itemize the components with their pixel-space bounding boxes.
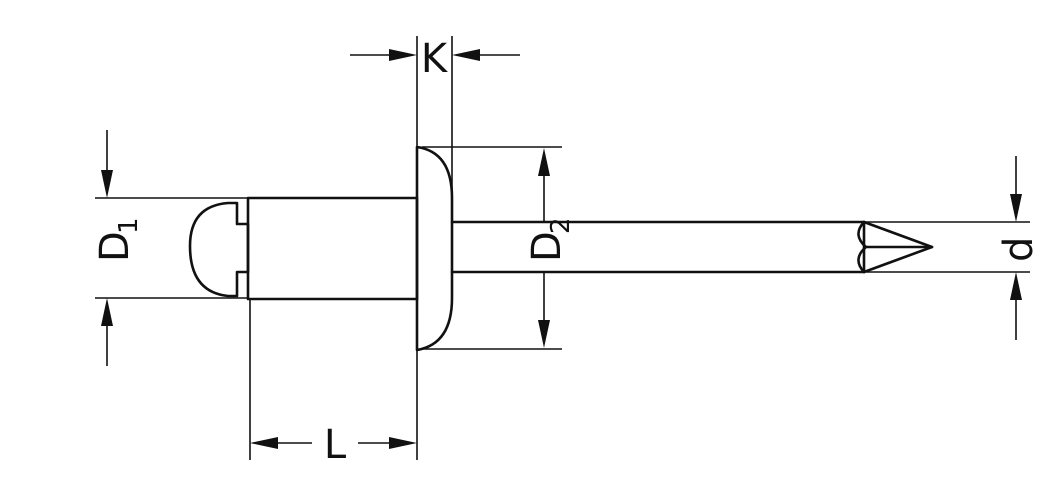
label-k: K: [421, 36, 449, 82]
d2-arrow-bottom: [538, 320, 550, 348]
d1-arrow-top: [101, 170, 113, 198]
dimension-labels: K D 1 D 2 d L: [92, 36, 1042, 468]
d1-arrow-bottom: [101, 298, 113, 326]
rivet-body: [246, 196, 419, 301]
mandrel-head: [188, 201, 250, 298]
k-arrow-right: [452, 49, 480, 61]
label-d1-sub: 1: [114, 217, 144, 234]
mandrel-shank: [450, 220, 866, 274]
label-d2-sub: 2: [546, 217, 576, 234]
k-arrow-left: [389, 49, 417, 61]
label-d1: D 1: [92, 217, 144, 262]
label-d2-main: D: [524, 231, 570, 262]
rivet-outline: [188, 145, 934, 352]
d-arrow-top: [1010, 194, 1022, 222]
d-arrow-bottom: [1010, 272, 1022, 300]
label-d1-main: D: [92, 231, 138, 262]
label-d-text: d: [996, 237, 1042, 262]
rivet-flange: [415, 145, 454, 352]
mandrel-tip-break: [857, 220, 934, 274]
label-d2: D 2: [524, 217, 576, 262]
arrowheads: [101, 49, 1022, 449]
l-arrow-right: [389, 437, 417, 449]
label-d: d: [996, 237, 1042, 262]
l-arrow-left: [250, 437, 278, 449]
d2-arrow-top: [538, 148, 550, 176]
label-l: L: [324, 422, 347, 468]
